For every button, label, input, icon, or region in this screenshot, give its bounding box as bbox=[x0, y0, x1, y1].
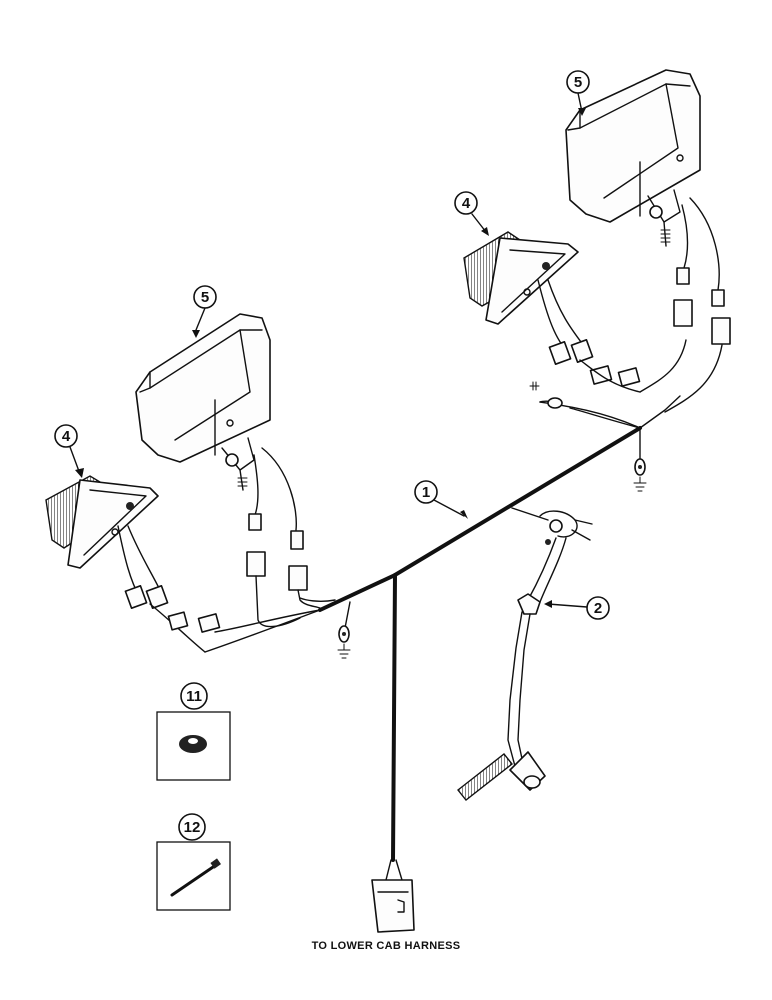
callout-4-left: 4 bbox=[54, 424, 84, 478]
main-harness bbox=[204, 339, 723, 862]
callout-4-left-label: 4 bbox=[62, 428, 71, 445]
callout-5-left-label: 5 bbox=[201, 289, 209, 306]
callout-12: 12 bbox=[178, 813, 206, 841]
ground-terminal-left bbox=[337, 625, 351, 659]
grommet-detail-box bbox=[156, 711, 231, 781]
callout-11: 11 bbox=[180, 682, 208, 710]
lower-cab-harness-caption: TO LOWER CAB HARNESS bbox=[311, 940, 461, 952]
front-lamp-right bbox=[565, 69, 731, 345]
callout-4-right-label: 4 bbox=[462, 195, 471, 212]
front-lamp-left bbox=[135, 313, 321, 628]
tie-strap-detail-box bbox=[156, 841, 231, 911]
callout-1: 1 bbox=[414, 480, 468, 519]
switch-assembly bbox=[457, 510, 593, 801]
callout-12-label: 12 bbox=[184, 819, 201, 836]
callout-1-label: 1 bbox=[422, 484, 430, 501]
callout-2-label: 2 bbox=[594, 600, 602, 617]
rear-lamp-left bbox=[45, 475, 221, 653]
callout-11-label: 11 bbox=[186, 688, 202, 705]
rear-lamp-right bbox=[463, 231, 641, 409]
callout-2: 2 bbox=[544, 596, 610, 620]
ground-terminal-right bbox=[633, 458, 647, 492]
callout-5-left: 5 bbox=[192, 285, 217, 338]
callout-5-right-label: 5 bbox=[574, 74, 582, 91]
lower-cab-connector bbox=[371, 859, 415, 933]
callout-4-right: 4 bbox=[454, 191, 489, 236]
callout-5-right: 5 bbox=[566, 70, 590, 116]
